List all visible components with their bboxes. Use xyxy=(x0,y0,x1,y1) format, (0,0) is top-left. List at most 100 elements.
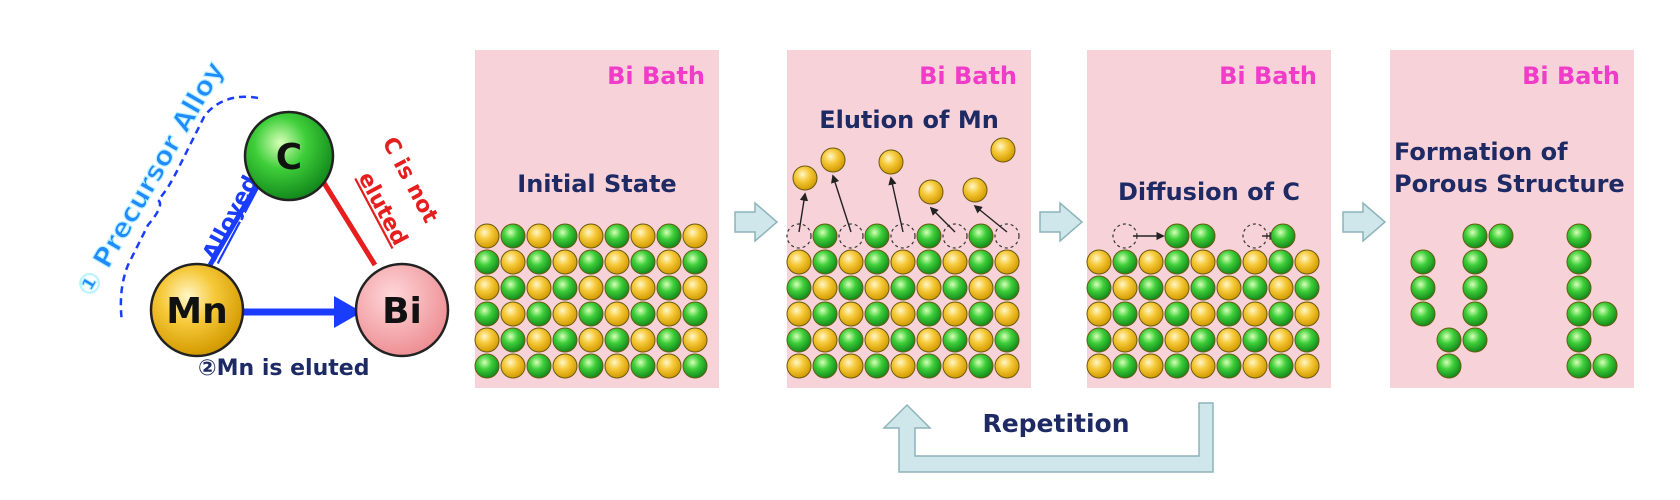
manganese-atom xyxy=(474,327,500,353)
vacancy-site xyxy=(838,223,864,249)
bath-label-1: Bi Bath xyxy=(607,62,705,90)
carbon-atom xyxy=(786,275,812,301)
manganese-atom xyxy=(1086,301,1112,327)
manganese-atom xyxy=(812,327,838,353)
manganese-atom xyxy=(786,249,812,275)
manganese-atom xyxy=(942,353,968,379)
carbon-atom xyxy=(630,249,656,275)
carbon-atom xyxy=(500,275,526,301)
carbon-atom xyxy=(994,275,1020,301)
manganese-atom xyxy=(916,275,942,301)
manganese-atom xyxy=(962,177,988,203)
manganese-atom xyxy=(792,165,818,191)
carbon-atom xyxy=(1164,223,1190,249)
carbon-atom xyxy=(552,223,578,249)
carbon-atom xyxy=(526,353,552,379)
manganese-atom xyxy=(1164,327,1190,353)
manganese-atom xyxy=(942,301,968,327)
carbon-atom xyxy=(1566,327,1592,353)
vacancy-site xyxy=(786,223,812,249)
carbon-atom xyxy=(474,249,500,275)
carbon-atom xyxy=(1488,223,1514,249)
carbon-atom xyxy=(968,249,994,275)
carbon-atom xyxy=(864,249,890,275)
carbon-atom xyxy=(1216,353,1242,379)
vacancy-site xyxy=(994,223,1020,249)
carbon-atom xyxy=(812,301,838,327)
lattice-3 xyxy=(1086,223,1320,379)
panel-3: Bi Bath Diffusion of C xyxy=(1086,50,1331,388)
c-not-eluted-edge xyxy=(313,168,378,267)
carbon-atom xyxy=(630,353,656,379)
manganese-atom xyxy=(578,275,604,301)
manganese-atom xyxy=(682,275,708,301)
carbon-atom xyxy=(812,223,838,249)
manganese-atom xyxy=(500,301,526,327)
manganese-atom xyxy=(890,301,916,327)
carbon-atom xyxy=(1138,275,1164,301)
bath-panel-4 xyxy=(1390,50,1634,388)
carbon-atom xyxy=(1462,275,1488,301)
manganese-atom xyxy=(474,223,500,249)
carbon-atom xyxy=(864,223,890,249)
carbon-atom xyxy=(682,353,708,379)
step-arrow-1 xyxy=(734,201,779,243)
caption-diffusion-c: Diffusion of C xyxy=(1118,178,1300,206)
manganese-atom xyxy=(890,249,916,275)
manganese-atom xyxy=(1112,327,1138,353)
manganese-atom xyxy=(682,223,708,249)
carbon-atom xyxy=(1566,249,1592,275)
carbon-atom xyxy=(1086,275,1112,301)
carbon-atom xyxy=(1242,327,1268,353)
carbon-atom xyxy=(604,327,630,353)
manganese-atom xyxy=(786,353,812,379)
manganese-atom xyxy=(604,249,630,275)
manganese-atom xyxy=(578,327,604,353)
carbon-atom xyxy=(1410,275,1436,301)
carbon-atom xyxy=(474,353,500,379)
manganese-atom xyxy=(1242,301,1268,327)
carbon-atom xyxy=(942,275,968,301)
caption-formation-1: Formation of xyxy=(1394,138,1568,166)
carbon-atom xyxy=(1190,327,1216,353)
carbon-atom xyxy=(1294,275,1320,301)
manganese-atom xyxy=(1294,249,1320,275)
manganese-atom xyxy=(1086,249,1112,275)
carbon-atom xyxy=(682,301,708,327)
carbon-atom xyxy=(1462,223,1488,249)
vacancy-site xyxy=(942,223,968,249)
manganese-atom xyxy=(1268,275,1294,301)
manganese-atom xyxy=(656,249,682,275)
manganese-atom xyxy=(500,249,526,275)
carbon-atom xyxy=(812,353,838,379)
carbon-atom xyxy=(916,223,942,249)
manganese-atom xyxy=(1294,353,1320,379)
carbon-atom xyxy=(1566,353,1592,379)
carbon-atom xyxy=(1566,223,1592,249)
porous-structure xyxy=(1410,223,1618,379)
manganese-atom xyxy=(578,223,604,249)
node-mn xyxy=(149,262,245,358)
manganese-atom xyxy=(838,301,864,327)
node-bi-label: Bi xyxy=(382,291,422,332)
bath-label-4: Bi Bath xyxy=(1522,62,1620,90)
carbon-atom xyxy=(864,353,890,379)
carbon-atom xyxy=(1592,353,1618,379)
carbon-atom xyxy=(838,327,864,353)
mn-eluted-label: ②Mn is eluted xyxy=(198,356,369,381)
manganese-atom xyxy=(838,249,864,275)
carbon-atom xyxy=(1462,249,1488,275)
carbon-atom xyxy=(604,275,630,301)
carbon-atom xyxy=(890,327,916,353)
manganese-atom xyxy=(1164,275,1190,301)
manganese-atom xyxy=(656,301,682,327)
manganese-atom xyxy=(994,301,1020,327)
carbon-atom xyxy=(1216,301,1242,327)
manganese-atom xyxy=(552,249,578,275)
carbon-atom xyxy=(1436,327,1462,353)
manganese-atom xyxy=(968,327,994,353)
manganese-atom xyxy=(878,149,904,175)
carbon-atom xyxy=(968,353,994,379)
carbon-atom xyxy=(578,301,604,327)
lattice-2 xyxy=(786,137,1020,379)
